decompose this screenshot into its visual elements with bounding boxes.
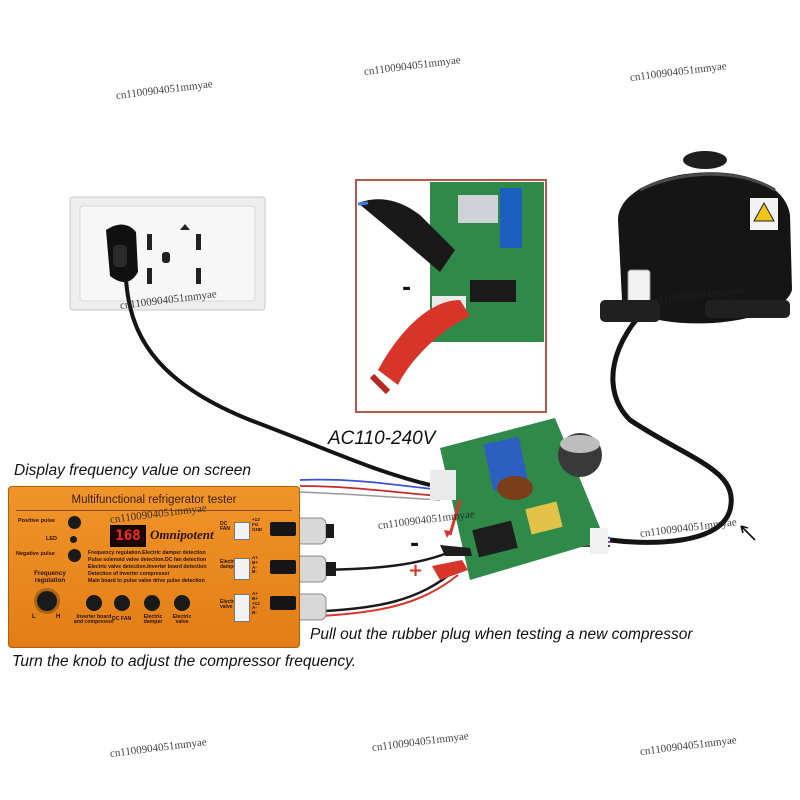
connection-inset bbox=[355, 179, 547, 413]
refrigerator-tester: Multifunctional refrigerator tester Posi… bbox=[8, 486, 300, 648]
display-frequency-caption: Display frequency value on screen bbox=[14, 462, 251, 479]
knob-high-label: H bbox=[56, 614, 61, 620]
negative-pulse-button[interactable] bbox=[68, 549, 81, 562]
compressor bbox=[600, 151, 792, 324]
positive-pulse-button[interactable] bbox=[68, 516, 81, 529]
tester-title-divider bbox=[16, 510, 292, 511]
electric-valve-button[interactable] bbox=[174, 595, 190, 611]
knob-adjust-caption: Turn the knob to adjust the compressor f… bbox=[12, 653, 357, 670]
led-label: LED bbox=[46, 536, 57, 542]
frequency-knob[interactable] bbox=[37, 591, 57, 611]
dc-fan-button[interactable] bbox=[114, 595, 130, 611]
electric-damper-port[interactable] bbox=[234, 558, 250, 580]
dc-fan-port[interactable] bbox=[234, 522, 250, 540]
tester-sockets bbox=[295, 517, 336, 621]
wall-outlet bbox=[69, 196, 266, 311]
electric-valve-plug[interactable] bbox=[270, 596, 296, 610]
feature-line: Electric valve detection.Inverter board … bbox=[88, 564, 207, 570]
inset-plus-sign: + bbox=[405, 322, 421, 343]
knob-low-label: L bbox=[32, 614, 36, 620]
arrow-icon bbox=[740, 525, 756, 541]
dc-fan-port-label: DC FAN bbox=[220, 521, 230, 533]
power-cord bbox=[124, 279, 431, 487]
rubber-plug-caption: Pull out the rubber plug when testing a … bbox=[310, 626, 693, 643]
electric-damper-plug[interactable] bbox=[270, 560, 296, 574]
feature-line: Main board to pulse valve drive pulse de… bbox=[88, 578, 205, 584]
electric-valve-port[interactable] bbox=[234, 594, 250, 622]
inverter-board-button[interactable] bbox=[86, 595, 102, 611]
feature-line: Frequency regulation.Electric damper det… bbox=[88, 550, 206, 556]
inverter-board-label: Inverter board and compressor bbox=[73, 614, 115, 626]
inset-minus-sign: - bbox=[402, 276, 412, 301]
electric-valve-label: Electric valve bbox=[172, 614, 192, 626]
dc-fan-label: DC FAN bbox=[112, 616, 132, 622]
electric-damper-label: Electric damper bbox=[143, 614, 163, 626]
voltage-label: AC110-240V bbox=[328, 428, 436, 449]
electric-damper-port-label: Electric damper bbox=[220, 559, 239, 571]
board-minus-sign: - bbox=[410, 532, 420, 557]
electric-damper-button[interactable] bbox=[144, 595, 160, 611]
electric-valve-port-label: Electric valve bbox=[220, 599, 239, 611]
inverter-board bbox=[430, 418, 608, 580]
led-indicator bbox=[70, 536, 77, 543]
compressor-cable bbox=[609, 298, 734, 545]
feature-line: Pulse solenoid valve detection.DC fan de… bbox=[88, 557, 207, 563]
positive-pulse-label: Positive pulse bbox=[18, 518, 55, 524]
negative-pulse-label: Negative pulse bbox=[16, 551, 55, 557]
frequency-regulation-label: Frequency regulation bbox=[34, 570, 66, 584]
fan-pin-labels: +12 FG GND bbox=[252, 517, 263, 532]
brand-label: Omnipotent bbox=[150, 527, 214, 542]
valve-pin-labels: A+ B+ +12 A- B- bbox=[252, 591, 260, 616]
frequency-display: 168 bbox=[110, 525, 146, 547]
tester-title: Multifunctional refrigerator tester bbox=[71, 494, 237, 506]
damper-pin-labels: A+ B+ A- B- bbox=[252, 555, 259, 575]
feature-list: Frequency regulation.Electric damper det… bbox=[88, 550, 238, 585]
dc-fan-plug[interactable] bbox=[270, 522, 296, 536]
feature-line: Detection of inverter compressor bbox=[88, 571, 170, 577]
board-plus-sign: + bbox=[408, 560, 424, 581]
